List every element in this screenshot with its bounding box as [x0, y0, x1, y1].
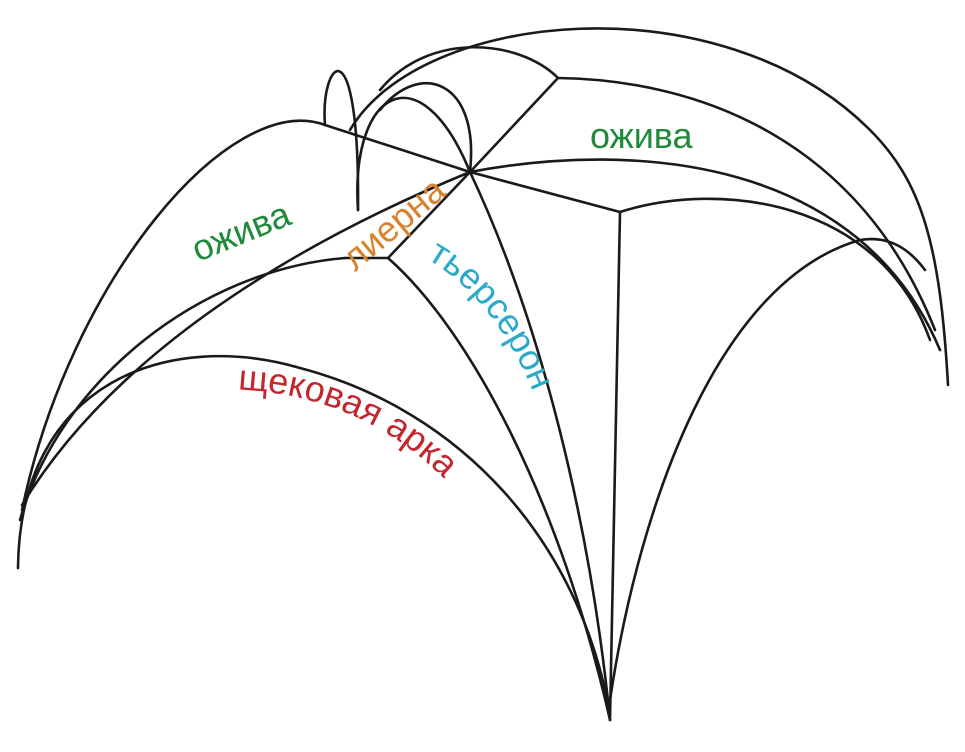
tierceron-rib: [386, 256, 612, 722]
arch-back-large: [348, 27, 950, 387]
label-ogive-right: ожива: [590, 115, 694, 156]
arch-right-lower: [608, 237, 927, 702]
label-tierceron: тьерсерон: [423, 231, 564, 395]
arch-top-lower-from-left: [378, 82, 473, 174]
arch-right-upper: [468, 158, 942, 352]
arch-right-from-boss: [618, 197, 932, 342]
arch-back-second: [378, 46, 560, 92]
ridge-upper-right: [556, 76, 937, 332]
label-ogive-left: ожива: [186, 193, 297, 270]
arch-left-lower: [18, 256, 347, 522]
small-loop-arch: [323, 69, 360, 212]
diagonal-rib: [468, 170, 612, 722]
ridge-center-to-top: [468, 76, 560, 174]
lierne-rib: [386, 170, 472, 260]
label-cheek-arch: щековая арка: [237, 356, 467, 485]
vertical-rib-right: [608, 210, 622, 722]
arch-left-outer: [20, 119, 327, 512]
ridge-center-right: [468, 170, 622, 214]
small-loop-arch-inner: [356, 96, 472, 212]
arch-left-top-connector: [323, 123, 472, 174]
arch-left-middle: [20, 170, 472, 507]
cheek-arch-left-rib: [16, 355, 612, 717]
